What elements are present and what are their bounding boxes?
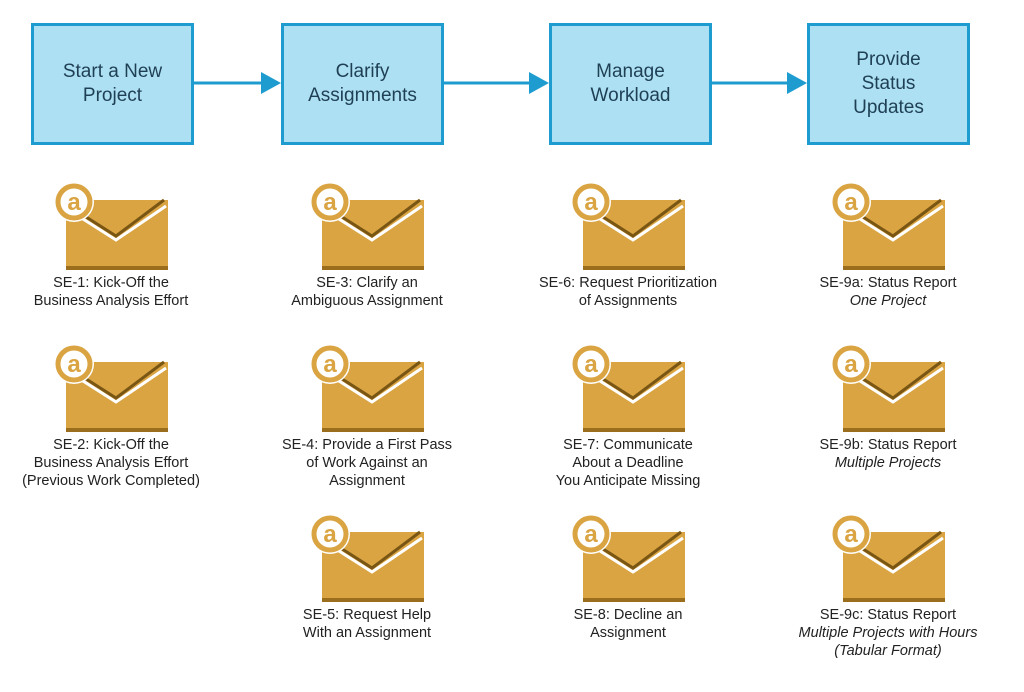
template-title-line: Business Analysis Effort: [33, 293, 189, 309]
template-title-line: SE-3: Clarify an: [316, 275, 418, 291]
stage-clarify-assignments: Clarify Assignments: [281, 23, 444, 145]
email-template-label: SE-4: Provide a First Pass of Work Agains…: [242, 436, 492, 490]
template-title-line: SE-9a: Status Report: [819, 275, 957, 291]
email-envelope-at-icon: [567, 342, 689, 434]
template-title-line: SE-1: Kick-Off the: [53, 275, 169, 291]
template-title-line: You Anticipate Missing: [555, 473, 701, 489]
template-title-line: Ambiguous Assignment: [291, 293, 443, 309]
template-title-line: SE-8: Decline an: [573, 607, 683, 623]
template-title-line: of Work Against an: [306, 455, 428, 471]
template-title-line: SE-9c: Status Report: [819, 607, 957, 623]
template-subtitle: Multiple Projects with Hours: [798, 625, 978, 641]
email-template-card: SE-4: Provide a First Pass of Work Agains…: [242, 342, 492, 490]
email-template-card: SE-3: Clarify an Ambiguous Assignment: [242, 180, 492, 310]
stage-start-new-project: Start a New Project: [31, 23, 194, 145]
template-subtitle: One Project: [849, 293, 927, 309]
template-title-line: SE-7: Communicate: [563, 437, 693, 453]
email-envelope-at-icon: [827, 512, 949, 604]
email-envelope-at-icon: [306, 180, 428, 272]
flow-arrow-2: [443, 72, 549, 94]
template-subtitle-2: (Tabular Format): [834, 643, 942, 659]
email-envelope-at-icon: [306, 512, 428, 604]
template-title-line: SE-2: Kick-Off the: [53, 437, 169, 453]
stage-manage-workload: Manage Workload: [549, 23, 712, 145]
email-template-label: SE-3: Clarify an Ambiguous Assignment: [242, 274, 492, 310]
email-template-label: SE-6: Request Prioritization of Assignmen…: [503, 274, 753, 310]
email-envelope-at-icon: [567, 512, 689, 604]
flow-arrow-3: [711, 72, 807, 94]
template-title-line: SE-6: Request Prioritization: [538, 275, 718, 291]
template-title-line: With an Assignment: [302, 625, 432, 641]
email-envelope-at-icon: [827, 342, 949, 434]
email-envelope-at-icon: [827, 180, 949, 272]
email-envelope-at-icon: [50, 180, 172, 272]
email-envelope-at-icon: [306, 342, 428, 434]
email-template-label: SE-8: Decline an Assignment: [503, 606, 753, 642]
stage-provide-status-updates: Provide Status Updates: [807, 23, 970, 145]
template-subtitle: Multiple Projects: [834, 455, 942, 471]
template-title-line: of Assignments: [578, 293, 678, 309]
template-title-line: SE-5: Request Help: [302, 607, 432, 623]
email-envelope-at-icon: [50, 342, 172, 434]
template-title-line: About a Deadline: [572, 455, 684, 471]
template-title-line: Assignment: [329, 473, 405, 489]
template-title-line: Assignment: [590, 625, 666, 641]
flow-arrow-1: [193, 72, 281, 94]
email-template-card: SE-8: Decline an Assignment: [503, 512, 753, 642]
template-title-line: (Previous Work Completed): [22, 473, 200, 489]
email-template-card: SE-6: Request Prioritization of Assignmen…: [503, 180, 753, 310]
template-title-line: SE-4: Provide a First Pass: [281, 437, 453, 453]
template-title-line: Business Analysis Effort: [33, 455, 189, 471]
email-envelope-at-icon: [567, 180, 689, 272]
template-title-line: SE-9b: Status Report: [819, 437, 957, 453]
